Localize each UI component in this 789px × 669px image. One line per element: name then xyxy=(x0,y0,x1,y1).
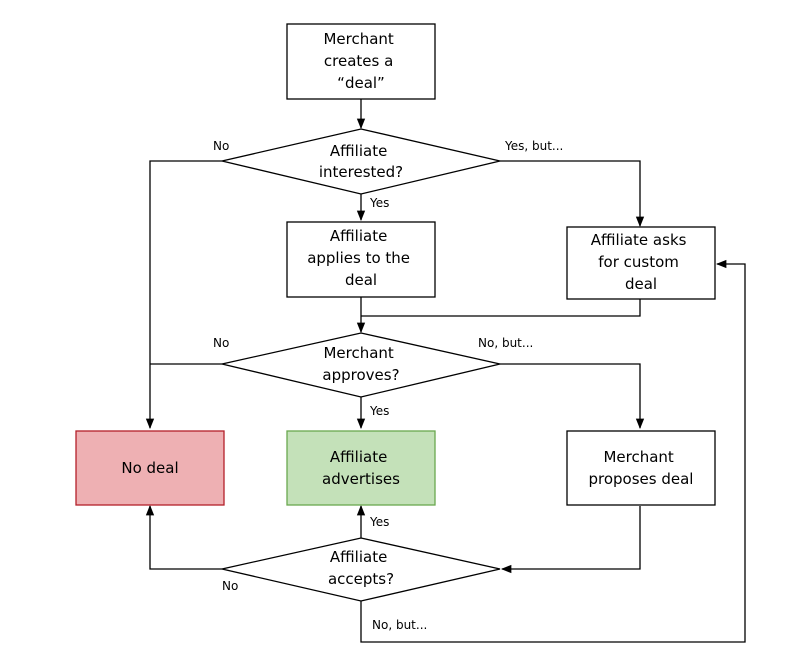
affiliate-accepts-line-1: Affiliate xyxy=(330,548,387,566)
svg-text:Merchant proposes deal: Merchant proposes deal xyxy=(589,448,694,488)
edge-proposes-to-accepts xyxy=(500,506,641,574)
label-accepts-no: No xyxy=(222,579,238,593)
svg-text:Affiliate interested?: Affiliate interested? xyxy=(319,142,403,181)
svg-text:Affiliate accepts?: Affiliate accepts? xyxy=(328,548,394,588)
edge-approves-nobut-to-proposes xyxy=(500,363,645,430)
svg-text:Merchant creates a: Merchant creates a “deal” xyxy=(323,30,398,92)
merchant-proposes-line-1: Merchant xyxy=(603,448,673,466)
affiliate-accepts-diamond xyxy=(221,537,501,602)
node-affiliate-applies: Affiliate applies to the deal xyxy=(286,221,436,298)
svg-text:No deal: No deal xyxy=(121,459,178,477)
node-merchant-creates-deal: Merchant creates a “deal” xyxy=(286,23,436,100)
label-interested-no: No xyxy=(213,139,229,153)
merchant-creates-deal-line-3: “deal” xyxy=(337,74,385,92)
no-deal-box xyxy=(75,430,225,506)
node-affiliate-advertises: Affiliate advertises xyxy=(286,430,436,506)
svg-text:Affiliate asks for custo: Affiliate asks for custom deal xyxy=(591,231,691,293)
affiliate-applies-line-3: deal xyxy=(345,271,377,289)
label-accepts-yes: Yes xyxy=(369,515,389,529)
node-affiliate-accepts: Affiliate accepts? xyxy=(221,537,501,602)
node-affiliate-interested: Affiliate interested? xyxy=(221,128,501,195)
no-deal-line-1: No deal xyxy=(121,459,178,477)
node-merchant-approves: Merchant approves? xyxy=(221,332,501,398)
label-accepts-no-but: No, but... xyxy=(372,618,427,632)
merchant-proposes-box xyxy=(566,430,716,506)
node-no-deal: No deal xyxy=(75,430,225,506)
edge-accepts-nobut-to-asks xyxy=(360,259,746,643)
merchant-approves-diamond xyxy=(221,332,501,398)
label-interested-yes-but: Yes, but... xyxy=(504,139,563,153)
edge-interested-no-to-no-deal xyxy=(145,160,222,430)
label-interested-yes: Yes xyxy=(369,196,389,210)
svg-text:Affiliate applies to the: Affiliate applies to the deal xyxy=(307,227,415,289)
affiliate-asks-custom-line-1: Affiliate asks xyxy=(591,231,687,249)
label-approves-yes: Yes xyxy=(369,404,389,418)
affiliate-accepts-line-2: accepts? xyxy=(328,570,394,588)
node-affiliate-asks-custom: Affiliate asks for custom deal xyxy=(566,226,716,300)
merchant-approves-line-2: approves? xyxy=(322,366,399,384)
edge-labels: No Yes, but... Yes No No, but... Yes Yes… xyxy=(213,139,563,632)
affiliate-advertises-box xyxy=(286,430,436,506)
label-approves-no-but: No, but... xyxy=(478,336,533,350)
affiliate-applies-box xyxy=(286,221,436,298)
edge-accepts-no-to-no-deal xyxy=(145,504,222,570)
node-merchant-proposes: Merchant proposes deal xyxy=(566,430,716,506)
svg-text:Merchant approves?: Merchant approves? xyxy=(322,344,399,384)
affiliate-asks-custom-line-2: for custom xyxy=(598,253,679,271)
edges xyxy=(145,99,746,643)
merchant-creates-deal-line-2: creates a xyxy=(324,52,393,70)
affiliate-advertises-line-2: advertises xyxy=(322,470,400,488)
merchant-creates-deal-box xyxy=(286,23,436,100)
edge-interested-yesbut-to-asks xyxy=(500,160,645,228)
merchant-creates-deal-line-1: Merchant xyxy=(323,30,393,48)
affiliate-advertises-line-1: Affiliate xyxy=(330,448,387,466)
affiliate-asks-custom-line-3: deal xyxy=(625,275,657,293)
affiliate-interested-diamond xyxy=(221,128,501,195)
edge-asks-to-approves xyxy=(361,299,641,317)
affiliate-applies-line-1: Affiliate xyxy=(330,227,387,245)
affiliate-interested-line-2: interested? xyxy=(319,163,403,181)
merchant-proposes-line-2: proposes deal xyxy=(589,470,694,488)
label-approves-no: No xyxy=(213,336,229,350)
svg-text:Affiliate advertises: Affiliate advertises xyxy=(322,448,400,488)
affiliate-applies-line-2: applies to the xyxy=(307,249,410,267)
affiliate-interested-line-1: Affiliate xyxy=(330,142,387,160)
merchant-approves-line-1: Merchant xyxy=(323,344,393,362)
affiliate-asks-custom-box xyxy=(566,226,716,300)
